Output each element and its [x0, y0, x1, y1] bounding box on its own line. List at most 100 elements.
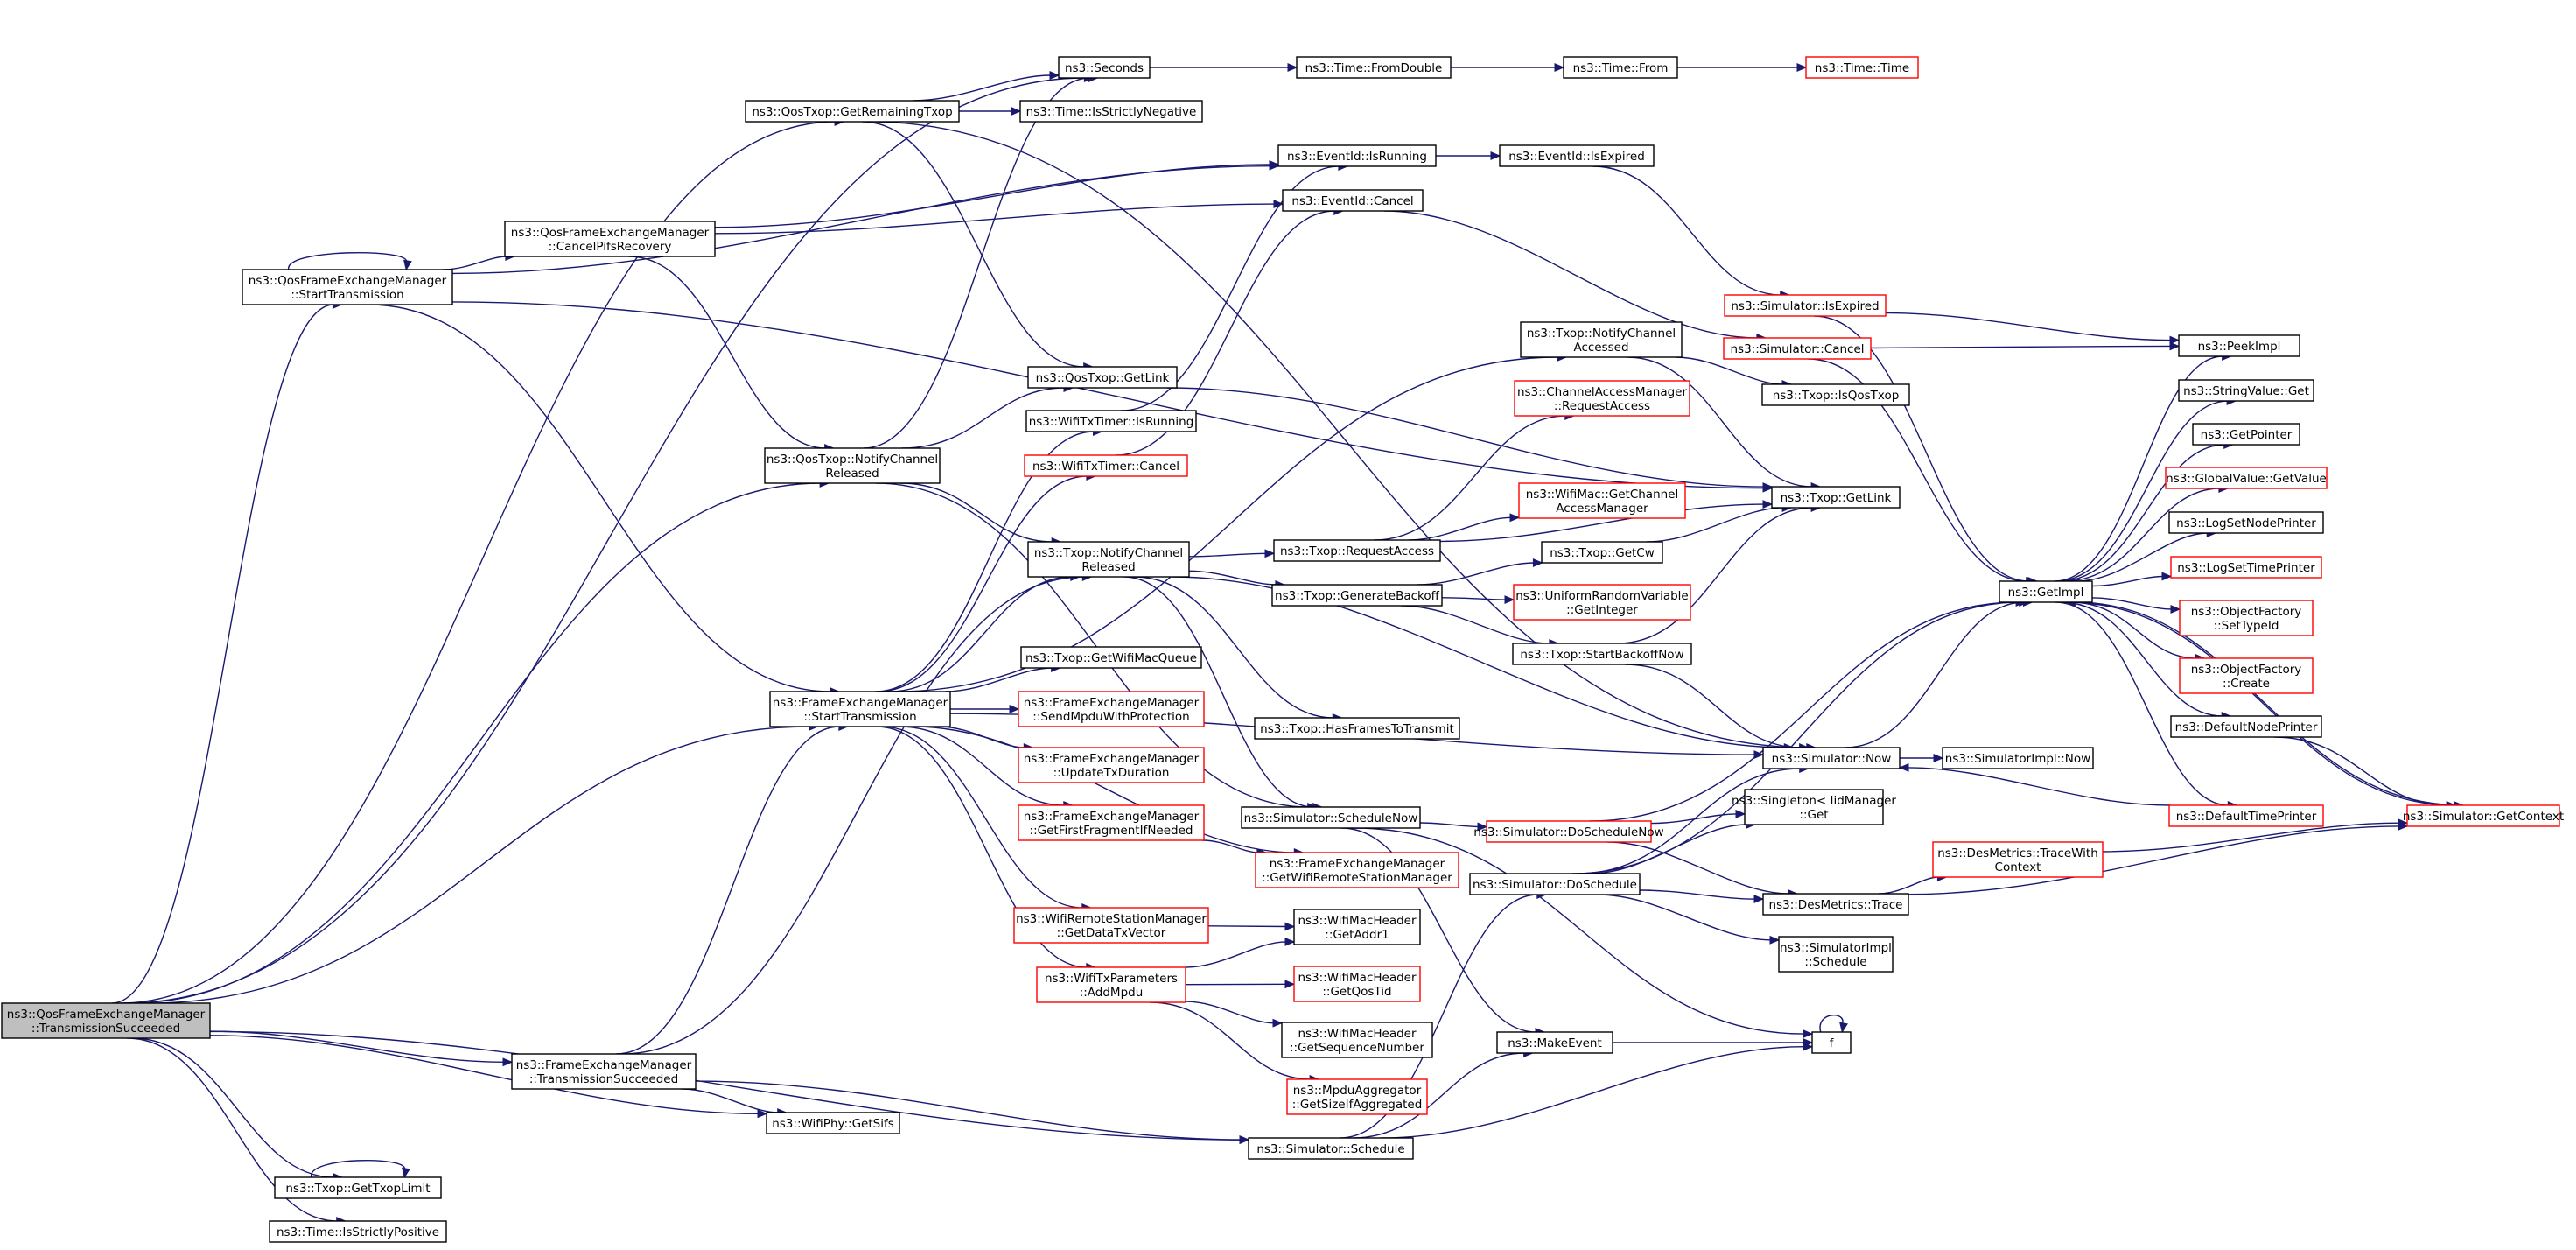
function-node-settypeid[interactable]: ns3::ObjectFactory::SetTypeId: [2179, 600, 2314, 636]
function-node-getcontext[interactable]: ns3::Simulator::GetContext: [2403, 804, 2564, 827]
node-box[interactable]: [1998, 580, 2093, 603]
node-box[interactable]: [1248, 1137, 1414, 1160]
node-box[interactable]: [1762, 893, 1909, 916]
function-node-getmacqueue[interactable]: ns3::Txop::GetWifiMacQueue: [1020, 646, 1202, 669]
function-node-strictpos[interactable]: ns3::Time::IsStrictlyPositive: [269, 1220, 447, 1243]
node-box[interactable]: [1255, 852, 1460, 888]
function-node-schedule[interactable]: ns3::Simulator::Schedule: [1248, 1137, 1414, 1160]
node-box[interactable]: [1036, 966, 1186, 1003]
function-node-cancelpifs[interactable]: ns3::QosFrameExchangeManager::CancelPifs…: [504, 221, 716, 257]
node-box[interactable]: [2168, 804, 2324, 827]
function-node-doschednow[interactable]: ns3::Simulator::DoScheduleNow: [1474, 820, 1664, 843]
node-box[interactable]: [1026, 410, 1197, 432]
node-box[interactable]: [1281, 1022, 1433, 1058]
node-box[interactable]: [1271, 584, 1443, 607]
node-box[interactable]: [1018, 747, 1205, 783]
node-box[interactable]: [1282, 189, 1424, 212]
function-node-txopgetcw[interactable]: ns3::Txop::GetCw: [1541, 541, 1663, 564]
function-node-ftxsucc[interactable]: ns3::FrameExchangeManager::TransmissionS…: [511, 1053, 696, 1090]
node-box[interactable]: [745, 100, 960, 123]
function-node-logsettime[interactable]: ns3::LogSetTimePrinter: [2170, 556, 2322, 579]
function-node-defnodeprinter[interactable]: ns3::DefaultNodePrinter: [2170, 715, 2322, 738]
node-box[interactable]: [2179, 600, 2314, 636]
function-node-startbackoff[interactable]: ns3::Txop::StartBackoffNow: [1512, 643, 1692, 665]
function-node-getremotemgr[interactable]: ns3::FrameExchangeManager::GetWifiRemote…: [1255, 852, 1460, 888]
node-box[interactable]: [2192, 423, 2300, 446]
node-box[interactable]: [1563, 56, 1678, 79]
node-box[interactable]: [1019, 100, 1203, 123]
function-node-strvalget[interactable]: ns3::StringValue::Get: [2178, 379, 2314, 402]
node-box[interactable]: [2170, 715, 2322, 738]
node-box[interactable]: [1723, 337, 1872, 360]
function-node-deftimeprinter[interactable]: ns3::DefaultTimePrinter: [2168, 804, 2324, 827]
node-box[interactable]: [1027, 541, 1190, 578]
function-node-isqostxop[interactable]: ns3::Txop::IsQosTxop: [1761, 383, 1910, 406]
node-box[interactable]: [1724, 294, 1886, 317]
node-box[interactable]: [1512, 643, 1692, 665]
node-box[interactable]: [1541, 541, 1663, 564]
function-node-addmpdu[interactable]: ns3::WifiTxParameters::AddMpdu: [1036, 966, 1186, 1003]
node-box[interactable]: [1762, 747, 1900, 769]
function-node-globalget[interactable]: ns3::GlobalValue::GetValue: [2165, 467, 2328, 489]
function-node-getpointer[interactable]: ns3::GetPointer: [2192, 423, 2300, 446]
function-node-evrunning[interactable]: ns3::EventId::IsRunning: [1278, 144, 1437, 167]
node-box[interactable]: [504, 221, 716, 257]
node-box[interactable]: [1744, 789, 1884, 825]
function-node-qgetlink[interactable]: ns3::QosTxop::GetLink: [1027, 366, 1178, 389]
node-box[interactable]: [1486, 820, 1652, 843]
function-node-logsetnode[interactable]: ns3::LogSetNodePrinter: [2168, 511, 2324, 534]
function-node-hasframes[interactable]: ns3::Txop::HasFramesToTransmit: [1254, 717, 1460, 740]
function-node-fromdouble[interactable]: ns3::Time::FromDouble: [1296, 56, 1452, 79]
node-box[interactable]: [1513, 584, 1691, 621]
function-node-makeevent[interactable]: ns3::MakeEvent: [1496, 1031, 1614, 1054]
node-box[interactable]: [1018, 804, 1205, 841]
function-node-getseqnum[interactable]: ns3::WifiMacHeader::GetSequenceNumber: [1281, 1022, 1433, 1058]
node-box[interactable]: [2178, 334, 2300, 357]
function-node-fstarttx[interactable]: ns3::FrameExchangeManager::StartTransmis…: [769, 691, 951, 727]
function-node-root[interactable]: ns3::QosFrameExchangeManager::Transmissi…: [1, 1002, 211, 1039]
node-box[interactable]: [764, 447, 941, 484]
node-box[interactable]: [1499, 144, 1655, 167]
node-box[interactable]: [1293, 909, 1421, 945]
function-node-getremtxop[interactable]: ns3::QosTxop::GetRemainingTxop: [745, 100, 960, 123]
node-box[interactable]: [1278, 144, 1437, 167]
function-node-strictneg[interactable]: ns3::Time::IsStrictlyNegative: [1019, 100, 1203, 123]
node-box[interactable]: [1286, 1078, 1428, 1115]
function-node-getqostid[interactable]: ns3::WifiMacHeader::GetQosTid: [1293, 966, 1421, 1002]
function-node-schednow[interactable]: ns3::Simulator::ScheduleNow: [1241, 806, 1421, 829]
function-node-timetime[interactable]: ns3::Time::Time: [1805, 56, 1919, 79]
function-node-txopgetlink[interactable]: ns3::Txop::GetLink: [1771, 486, 1900, 509]
function-node-singleton[interactable]: ns3::Singleton< IidManager::Get: [1732, 789, 1896, 825]
node-box[interactable]: [1811, 1031, 1852, 1054]
node-box[interactable]: [2165, 467, 2328, 489]
node-box[interactable]: [1020, 646, 1202, 669]
function-node-timerrunning[interactable]: ns3::WifiTxTimer::IsRunning: [1026, 410, 1197, 432]
node-box[interactable]: [1013, 907, 1209, 944]
function-node-simcancel[interactable]: ns3::Simulator::Cancel: [1723, 337, 1872, 360]
node-box[interactable]: [1018, 691, 1205, 727]
node-box[interactable]: [766, 1112, 900, 1134]
node-box[interactable]: [1778, 936, 1894, 973]
function-node-chreqaccess[interactable]: ns3::ChannelAccessManager::RequestAccess: [1514, 380, 1690, 417]
node-box[interactable]: [2170, 556, 2322, 579]
function-node-uniformint[interactable]: ns3::UniformRandomVariable::GetInteger: [1513, 584, 1691, 621]
node-box[interactable]: [1469, 873, 1641, 895]
node-box[interactable]: [2178, 379, 2314, 402]
node-box[interactable]: [2406, 804, 2560, 827]
node-box[interactable]: [511, 1053, 696, 1090]
function-node-simimplnow[interactable]: ns3::SimulatorImpl::Now: [1942, 747, 2094, 769]
node-box[interactable]: [1518, 482, 1686, 519]
node-box[interactable]: [2179, 657, 2314, 694]
function-node-evcancel[interactable]: ns3::EventId::Cancel: [1282, 189, 1424, 212]
function-node-f[interactable]: f: [1811, 1031, 1852, 1054]
node-box[interactable]: [242, 269, 453, 305]
function-node-gettxoplimit[interactable]: ns3::Txop::GetTxopLimit: [274, 1176, 442, 1199]
node-box[interactable]: [274, 1176, 442, 1199]
function-node-timefrom[interactable]: ns3::Time::From: [1563, 56, 1678, 79]
node-box[interactable]: [1027, 366, 1178, 389]
function-node-getfirstfrag[interactable]: ns3::FrameExchangeManager::GetFirstFragm…: [1018, 804, 1205, 841]
function-node-timercancel[interactable]: ns3::WifiTxTimer::Cancel: [1024, 454, 1188, 477]
